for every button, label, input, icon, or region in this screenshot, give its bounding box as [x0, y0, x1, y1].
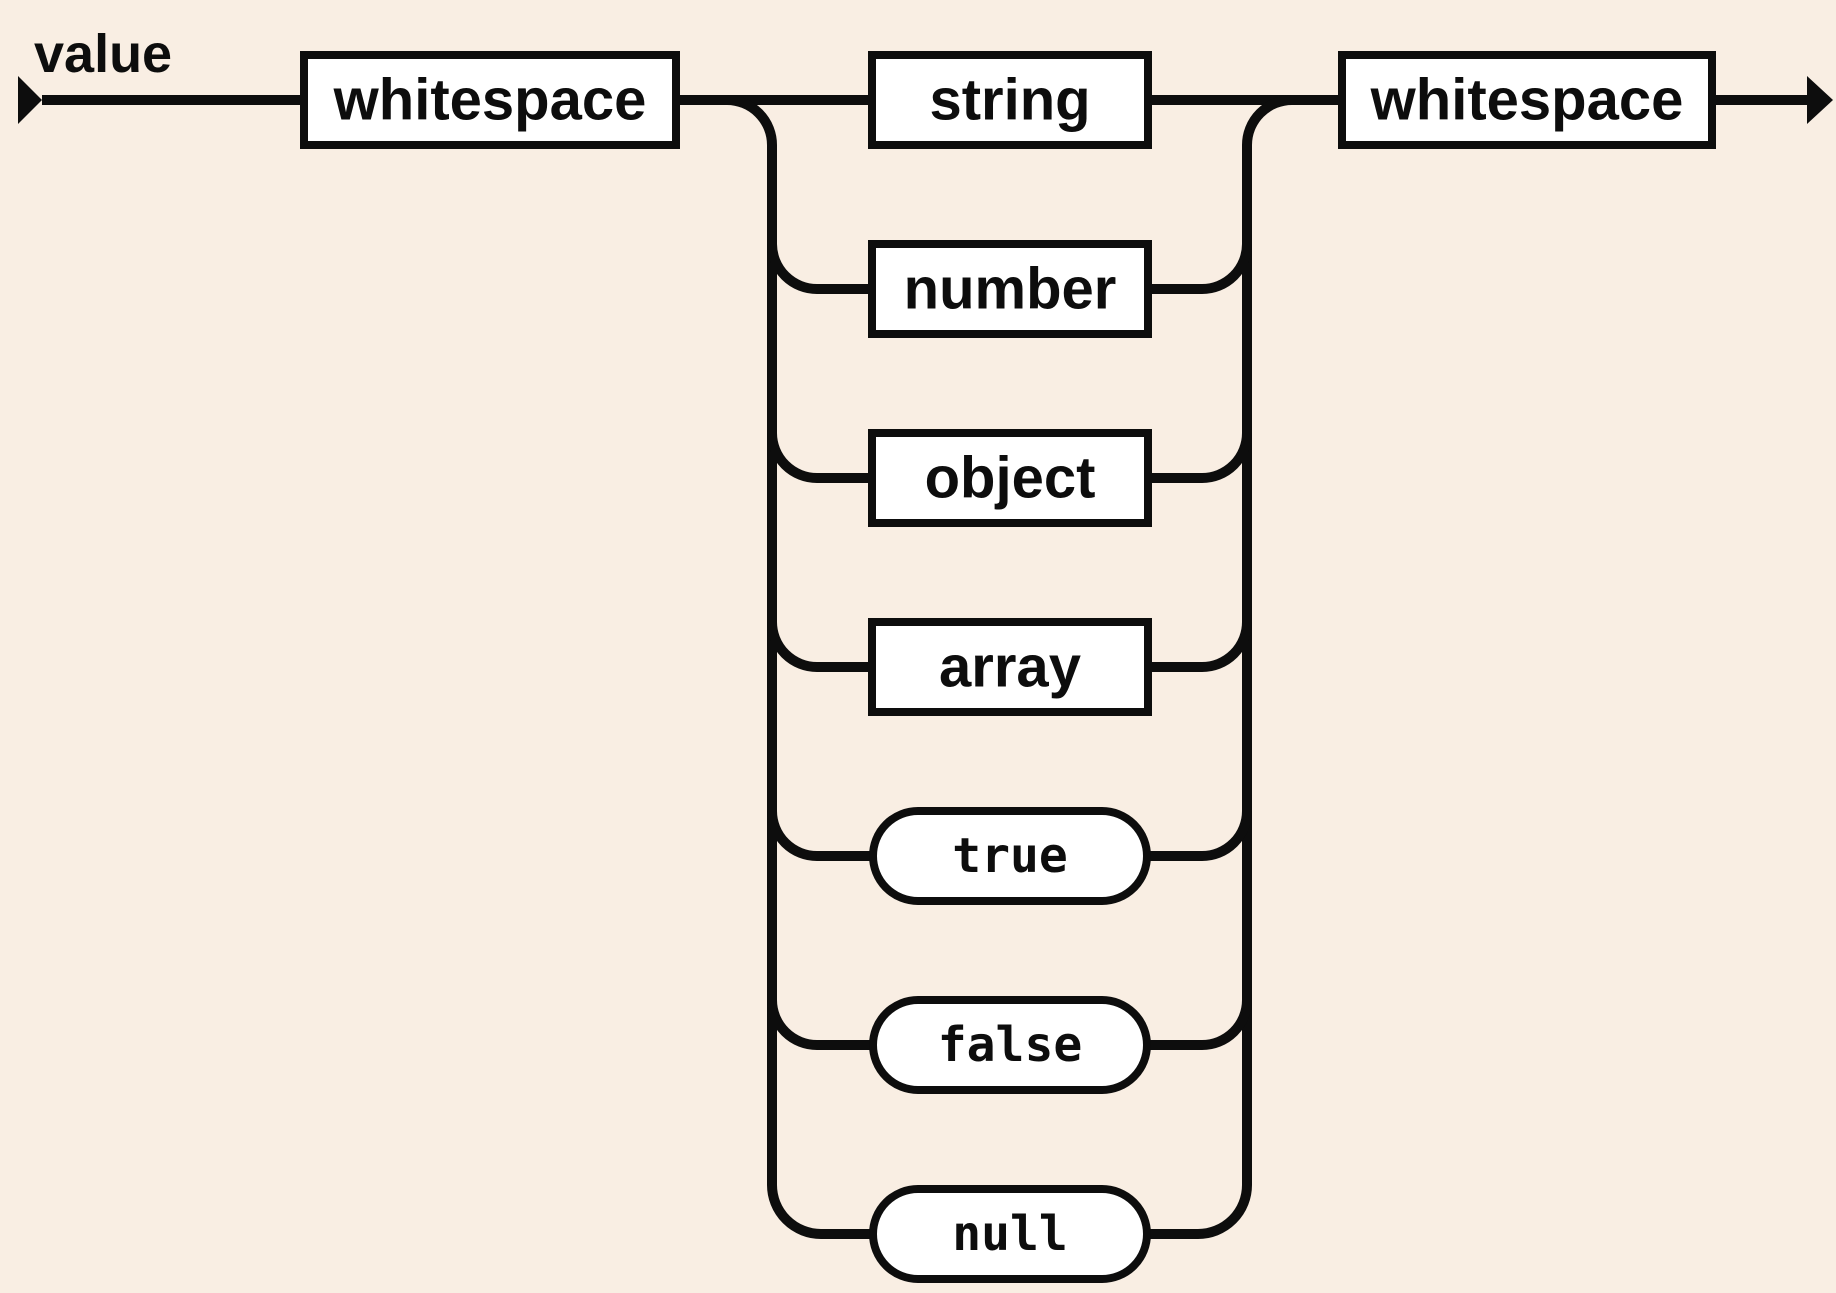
rule-name-label: value [34, 24, 172, 84]
node-array: array [868, 618, 1152, 716]
node-number-label: number [904, 257, 1117, 322]
node-true-label: true [952, 828, 1068, 884]
rail-right-stub-false [1140, 999, 1252, 1050]
node-false: false [869, 996, 1151, 1094]
rail-merge-right [1140, 95, 1293, 1239]
node-object-label: object [925, 446, 1096, 511]
node-string: string [868, 51, 1152, 149]
node-null-pill [869, 1185, 1151, 1283]
node-object: object [868, 429, 1152, 527]
rail-left-stub-number [767, 243, 880, 294]
rail-branch-left [726, 95, 885, 1239]
node-false-pill [869, 996, 1151, 1094]
node-number-box [868, 240, 1152, 338]
node-number: number [868, 240, 1152, 338]
node-true: true [869, 807, 1151, 905]
node-whitespace-before-box [300, 51, 680, 149]
node-object-box [868, 429, 1152, 527]
node-whitespace-after: whitespace [1338, 51, 1716, 149]
node-array-box [868, 618, 1152, 716]
start-arrow-icon [18, 76, 42, 124]
node-array-label: array [939, 635, 1081, 700]
node-null-label: null [952, 1206, 1068, 1262]
end-arrow-icon [1807, 76, 1833, 124]
rail-left-stub-array [767, 621, 880, 672]
node-true-pill [869, 807, 1151, 905]
rail-left-stub-true [767, 810, 885, 861]
node-string-box [868, 51, 1152, 149]
rail-right-stub-array [1145, 621, 1252, 672]
rail-right-stub-object [1145, 432, 1252, 483]
node-whitespace-before: whitespace [300, 51, 680, 149]
node-null: null [869, 1185, 1151, 1283]
rail-right-stub-true [1140, 810, 1252, 861]
node-whitespace-after-label: whitespace [1370, 68, 1684, 133]
node-whitespace-after-box [1338, 51, 1716, 149]
rail-left-stub-object [767, 432, 880, 483]
node-false-label: false [938, 1017, 1083, 1073]
node-whitespace-before-label: whitespace [333, 68, 647, 133]
rail-right-stub-number [1145, 243, 1252, 294]
node-string-label: string [929, 68, 1090, 133]
rail-left-stub-false [767, 999, 885, 1050]
